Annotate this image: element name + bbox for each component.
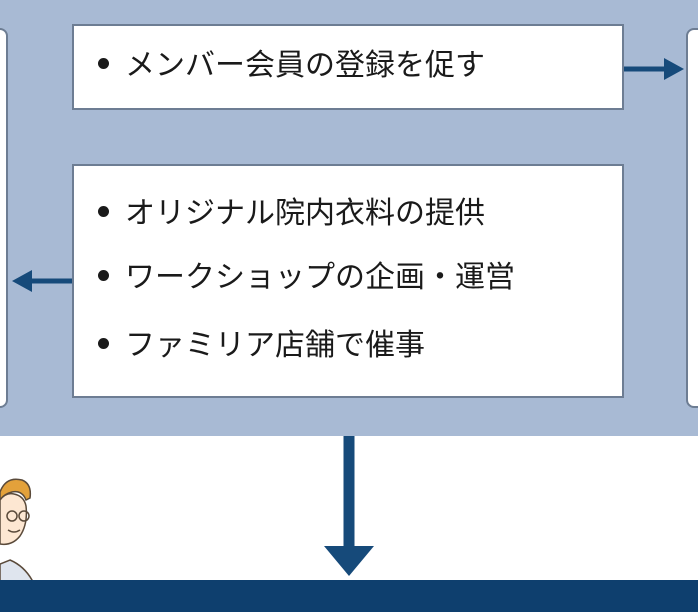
arrow-left-icon (12, 270, 72, 292)
bottom-bar (0, 580, 698, 612)
arrow-down-icon (324, 436, 374, 576)
top-item-member-registration: メンバー会員の登録を促す (98, 46, 485, 86)
middle-action-box: オリジナル院内衣料の提供 ワークショップの企画・運営 ファミリア店舗で催事 (72, 164, 624, 398)
arrow-right-icon (624, 58, 684, 80)
middle-item-store-event: ファミリア店舗で催事 (98, 326, 425, 366)
top-action-box: メンバー会員の登録を促す (72, 24, 624, 110)
right-partial-box (686, 28, 698, 408)
middle-item-workshop: ワークショップの企画・運営 (98, 258, 515, 298)
left-partial-box (0, 28, 8, 408)
middle-item-original-clothing: オリジナル院内衣料の提供 (98, 194, 485, 234)
